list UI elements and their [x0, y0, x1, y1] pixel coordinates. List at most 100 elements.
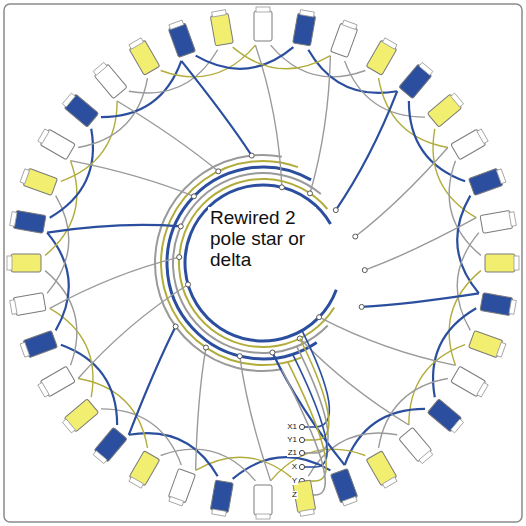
terminal-dot: [299, 464, 304, 469]
coil-slot: [13, 293, 46, 316]
coil: [469, 167, 507, 196]
coil: [330, 19, 359, 57]
coil-tab: [256, 514, 270, 519]
coil-tab: [300, 509, 315, 516]
coil: [469, 330, 507, 359]
title-note: Rewired 2 pole star or delta: [208, 207, 316, 272]
terminal-dot: [299, 424, 304, 429]
coil-slot: [480, 210, 513, 233]
coil: [92, 61, 128, 99]
coil: [330, 469, 359, 507]
terminal-label: Y: [291, 477, 298, 486]
coil-tab: [419, 62, 433, 75]
coil-slot: [210, 480, 233, 513]
joint-dot: [249, 153, 254, 158]
joint-dot: [333, 208, 338, 213]
coil-tab: [451, 93, 464, 107]
lead-wire: [78, 284, 188, 378]
lead-wire: [117, 101, 218, 171]
joint-dot: [177, 255, 182, 260]
coil-tab: [20, 169, 29, 184]
lead-wire: [272, 353, 344, 466]
coil: [210, 9, 234, 46]
connection-ring: [167, 167, 317, 359]
end-connection: [457, 196, 479, 294]
coil-tab: [256, 7, 270, 12]
terminal-label: Z: [291, 491, 298, 500]
coil-tab: [451, 419, 464, 433]
terminal-lead: [302, 331, 329, 427]
lead-wire: [319, 317, 455, 365]
lead-wire: [129, 326, 176, 434]
coil: [480, 210, 517, 234]
lead-wire: [47, 225, 181, 233]
lead-wire: [71, 161, 194, 197]
connection-ring: [179, 179, 334, 347]
coil-slot: [293, 13, 316, 46]
coil: [9, 210, 46, 234]
coil-tab: [382, 477, 397, 488]
coil: [427, 92, 465, 128]
coil: [167, 469, 196, 507]
coil-tab: [169, 20, 184, 29]
coil: [485, 254, 519, 272]
coil-tab: [93, 451, 107, 464]
end-connection: [271, 45, 366, 77]
lead-wire: [300, 338, 409, 425]
coil-slot: [254, 11, 272, 41]
connection-ring: [185, 185, 336, 341]
coil: [127, 37, 160, 75]
coil: [7, 254, 41, 272]
lead-wire: [310, 56, 330, 194]
coil-tab: [382, 38, 397, 49]
joint-dot: [353, 234, 358, 239]
joint-dot: [173, 324, 178, 329]
coil-tab: [7, 256, 12, 270]
coil-slot: [480, 293, 513, 316]
lead-wire: [50, 257, 179, 308]
coil-tab: [300, 10, 315, 17]
joint-dot: [359, 304, 364, 309]
coil-tab: [93, 62, 107, 75]
coil-tab: [514, 256, 519, 270]
coil-tab: [20, 342, 29, 357]
coil-tab: [38, 382, 49, 397]
coil-slot: [485, 254, 515, 272]
coil-slot: [11, 254, 41, 272]
coil: [210, 480, 234, 517]
joint-dot: [270, 350, 275, 355]
coil: [366, 451, 399, 489]
coil: [127, 451, 160, 489]
coil-tab: [496, 342, 505, 357]
coil-tab: [62, 419, 75, 433]
end-connection: [233, 47, 331, 69]
coil-tab: [38, 129, 49, 144]
joint-dot: [237, 354, 242, 359]
joint-dot: [186, 282, 191, 287]
coil-tab: [419, 451, 433, 464]
coil: [61, 399, 99, 435]
coil-tab: [129, 38, 144, 49]
coil-tab: [477, 129, 488, 144]
terminal-label: Y1: [286, 436, 298, 445]
coil: [451, 366, 489, 399]
coil: [254, 485, 272, 519]
lead-wire: [196, 348, 206, 471]
coil: [19, 167, 57, 196]
coil-tab: [129, 477, 144, 488]
coil-slot: [13, 210, 46, 233]
coil-slot: [254, 485, 272, 515]
terminal-label: X: [291, 463, 298, 472]
coil-tab: [212, 509, 227, 516]
coil: [167, 19, 196, 57]
terminal-label: X1: [286, 423, 298, 432]
coil-tab: [509, 212, 516, 227]
terminal-dot: [299, 450, 304, 455]
coil-tab: [10, 212, 17, 227]
coil-tab: [342, 496, 357, 505]
coil-slot: [210, 13, 233, 46]
joint-dot: [279, 185, 284, 190]
terminal-lead: [282, 369, 326, 495]
coil: [427, 399, 465, 435]
coil: [9, 293, 46, 317]
